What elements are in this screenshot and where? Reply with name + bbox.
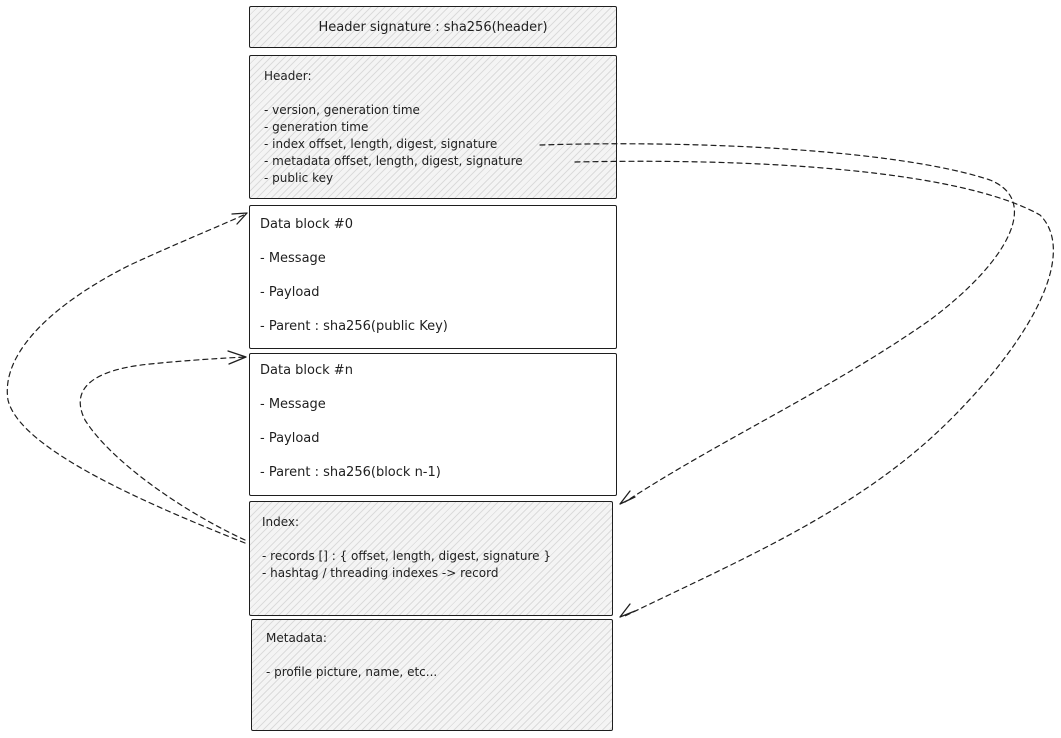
data-block-0-payload: - Payload [260, 285, 320, 300]
header-box: Header: - version, generation time - gen… [249, 55, 617, 199]
index-box: Index: - records [] : { offset, length, … [249, 501, 613, 616]
data-block-n-box: Data block #n - Message - Payload - Pare… [249, 353, 617, 496]
arrowhead-index [619, 490, 636, 505]
header-item-public-key: - public key [264, 171, 334, 185]
spacer [260, 379, 606, 396]
header-item-metadata: - metadata offset, length, digest, signa… [264, 154, 523, 168]
header-item-generation-time: - generation time [264, 120, 369, 134]
header-title: Header: [264, 69, 312, 83]
arrowhead-data-block-n [227, 350, 247, 365]
spacer [264, 85, 602, 102]
spacer [260, 267, 606, 284]
header-item-index: - index offset, length, digest, signatur… [264, 137, 498, 151]
data-block-n-title: Data block #n [260, 363, 353, 378]
spacer [260, 301, 606, 318]
spacer [260, 413, 606, 430]
data-block-0-box: Data block #0 - Message - Payload - Pare… [249, 205, 617, 349]
arrowhead-metadata [619, 603, 636, 618]
metadata-title: Metadata: [266, 631, 327, 645]
data-block-0-parent: - Parent : sha256(public Key) [260, 319, 448, 334]
header-item-version: - version, generation time [264, 103, 420, 117]
index-item-records: - records [] : { offset, length, digest,… [262, 549, 551, 563]
arrow-metadata-offset-to-metadata [574, 160, 1054, 617]
index-title: Index: [262, 515, 300, 529]
data-block-0-title: Data block #0 [260, 217, 353, 232]
index-item-hashtag: - hashtag / threading indexes -> record [262, 566, 499, 580]
arrowhead-data-block-0 [231, 212, 248, 225]
data-block-n-payload: - Payload [260, 431, 320, 446]
arrow-index-to-data-block-n [79, 356, 247, 541]
data-block-0-message: - Message [260, 251, 326, 266]
metadata-box: Metadata: - profile picture, name, etc..… [251, 619, 613, 731]
spacer [262, 531, 600, 548]
spacer [260, 447, 606, 464]
header-signature-box: Header signature : sha256(header) [249, 6, 617, 48]
data-block-n-parent: - Parent : sha256(block n-1) [260, 465, 441, 480]
metadata-item-profile: - profile picture, name, etc... [266, 665, 438, 679]
spacer [260, 233, 606, 250]
spacer [266, 647, 598, 664]
data-block-n-message: - Message [260, 397, 326, 412]
arrow-index-to-data-block-0 [6, 213, 247, 544]
header-signature-label: Header signature : sha256(header) [318, 19, 548, 35]
